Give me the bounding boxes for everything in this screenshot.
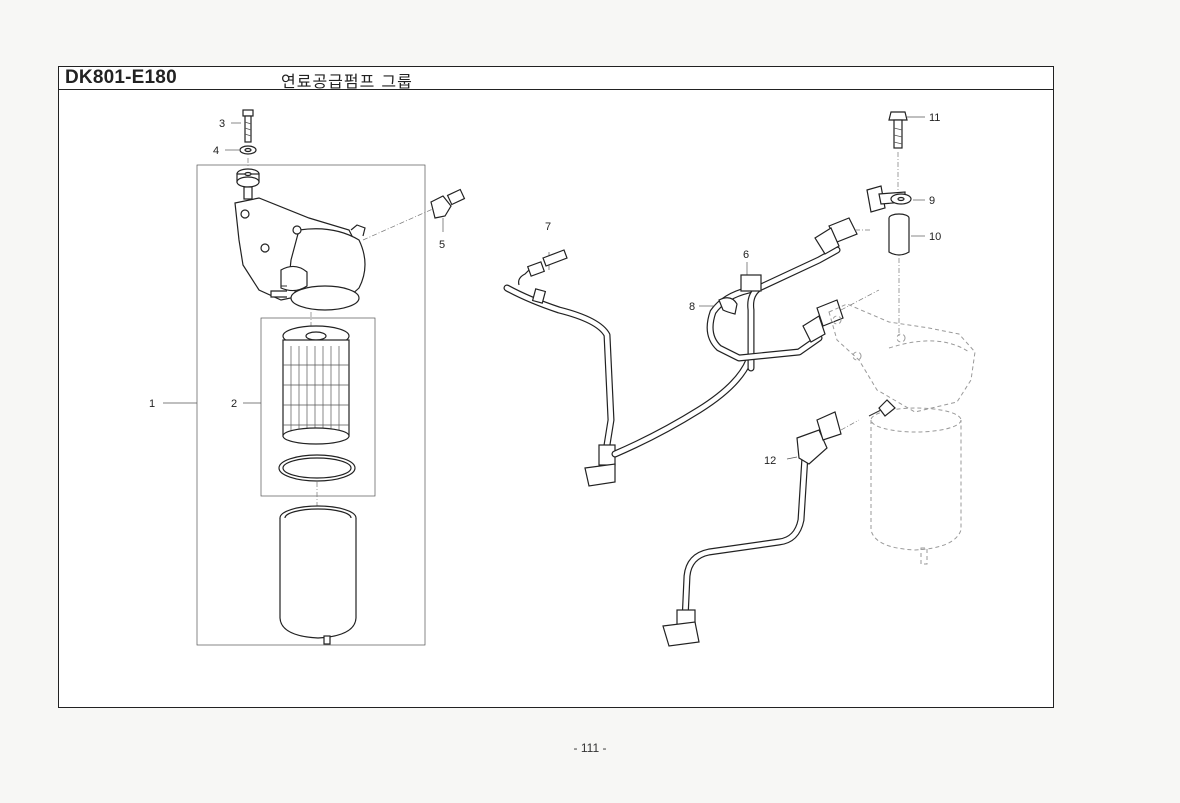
filter-assembly-group-box bbox=[196, 164, 426, 646]
callout-8: 8 bbox=[689, 301, 695, 313]
clip-part-8 bbox=[699, 297, 738, 315]
filter-bowl bbox=[279, 505, 357, 645]
callout-7: 7 bbox=[545, 221, 551, 233]
bolt-part-3 bbox=[231, 109, 254, 143]
callout-9: 9 bbox=[929, 195, 935, 207]
filter-head-bracket bbox=[234, 197, 366, 311]
fuel-hose-part-6 bbox=[706, 217, 880, 372]
part-group-title: 연료공급펌프 그룹 bbox=[281, 72, 413, 91]
fuel-hose-part-12 bbox=[662, 411, 860, 647]
callout-5: 5 bbox=[439, 239, 445, 251]
part-group-code: DK801-E180 bbox=[65, 67, 177, 88]
exploded-parts-diagram: 1 2 3 4 5 6 7 8 9 10 11 12 bbox=[149, 109, 976, 647]
o-ring bbox=[278, 454, 356, 482]
callout-4: 4 bbox=[213, 145, 219, 157]
callout-2: 2 bbox=[231, 398, 237, 410]
bracket-part-9 bbox=[866, 185, 925, 213]
fitting-part-5 bbox=[362, 188, 466, 241]
assembled-filter-reference bbox=[828, 303, 976, 565]
callout-12: 12 bbox=[764, 455, 776, 467]
washer-part-4 bbox=[225, 145, 257, 155]
bolt-part-11 bbox=[888, 111, 925, 190]
callout-11: 11 bbox=[929, 112, 940, 124]
rubber-mount bbox=[236, 168, 260, 200]
callout-10: 10 bbox=[929, 231, 941, 243]
fuel-hose-part-7 bbox=[503, 249, 753, 487]
page-number: - 111 - bbox=[573, 741, 607, 755]
spacer-part-10 bbox=[888, 213, 925, 256]
filter-element-part-2 bbox=[282, 325, 350, 445]
sheet-header: DK801-E180 연료공급펌프 그룹 bbox=[59, 67, 1053, 91]
filter-element-group-box bbox=[260, 317, 376, 497]
callout-3: 3 bbox=[219, 118, 225, 130]
callout-1: 1 bbox=[149, 398, 155, 410]
parts-sheet: DK801-E180 연료공급펌프 그룹 bbox=[58, 66, 1054, 708]
callout-6: 6 bbox=[743, 249, 749, 261]
